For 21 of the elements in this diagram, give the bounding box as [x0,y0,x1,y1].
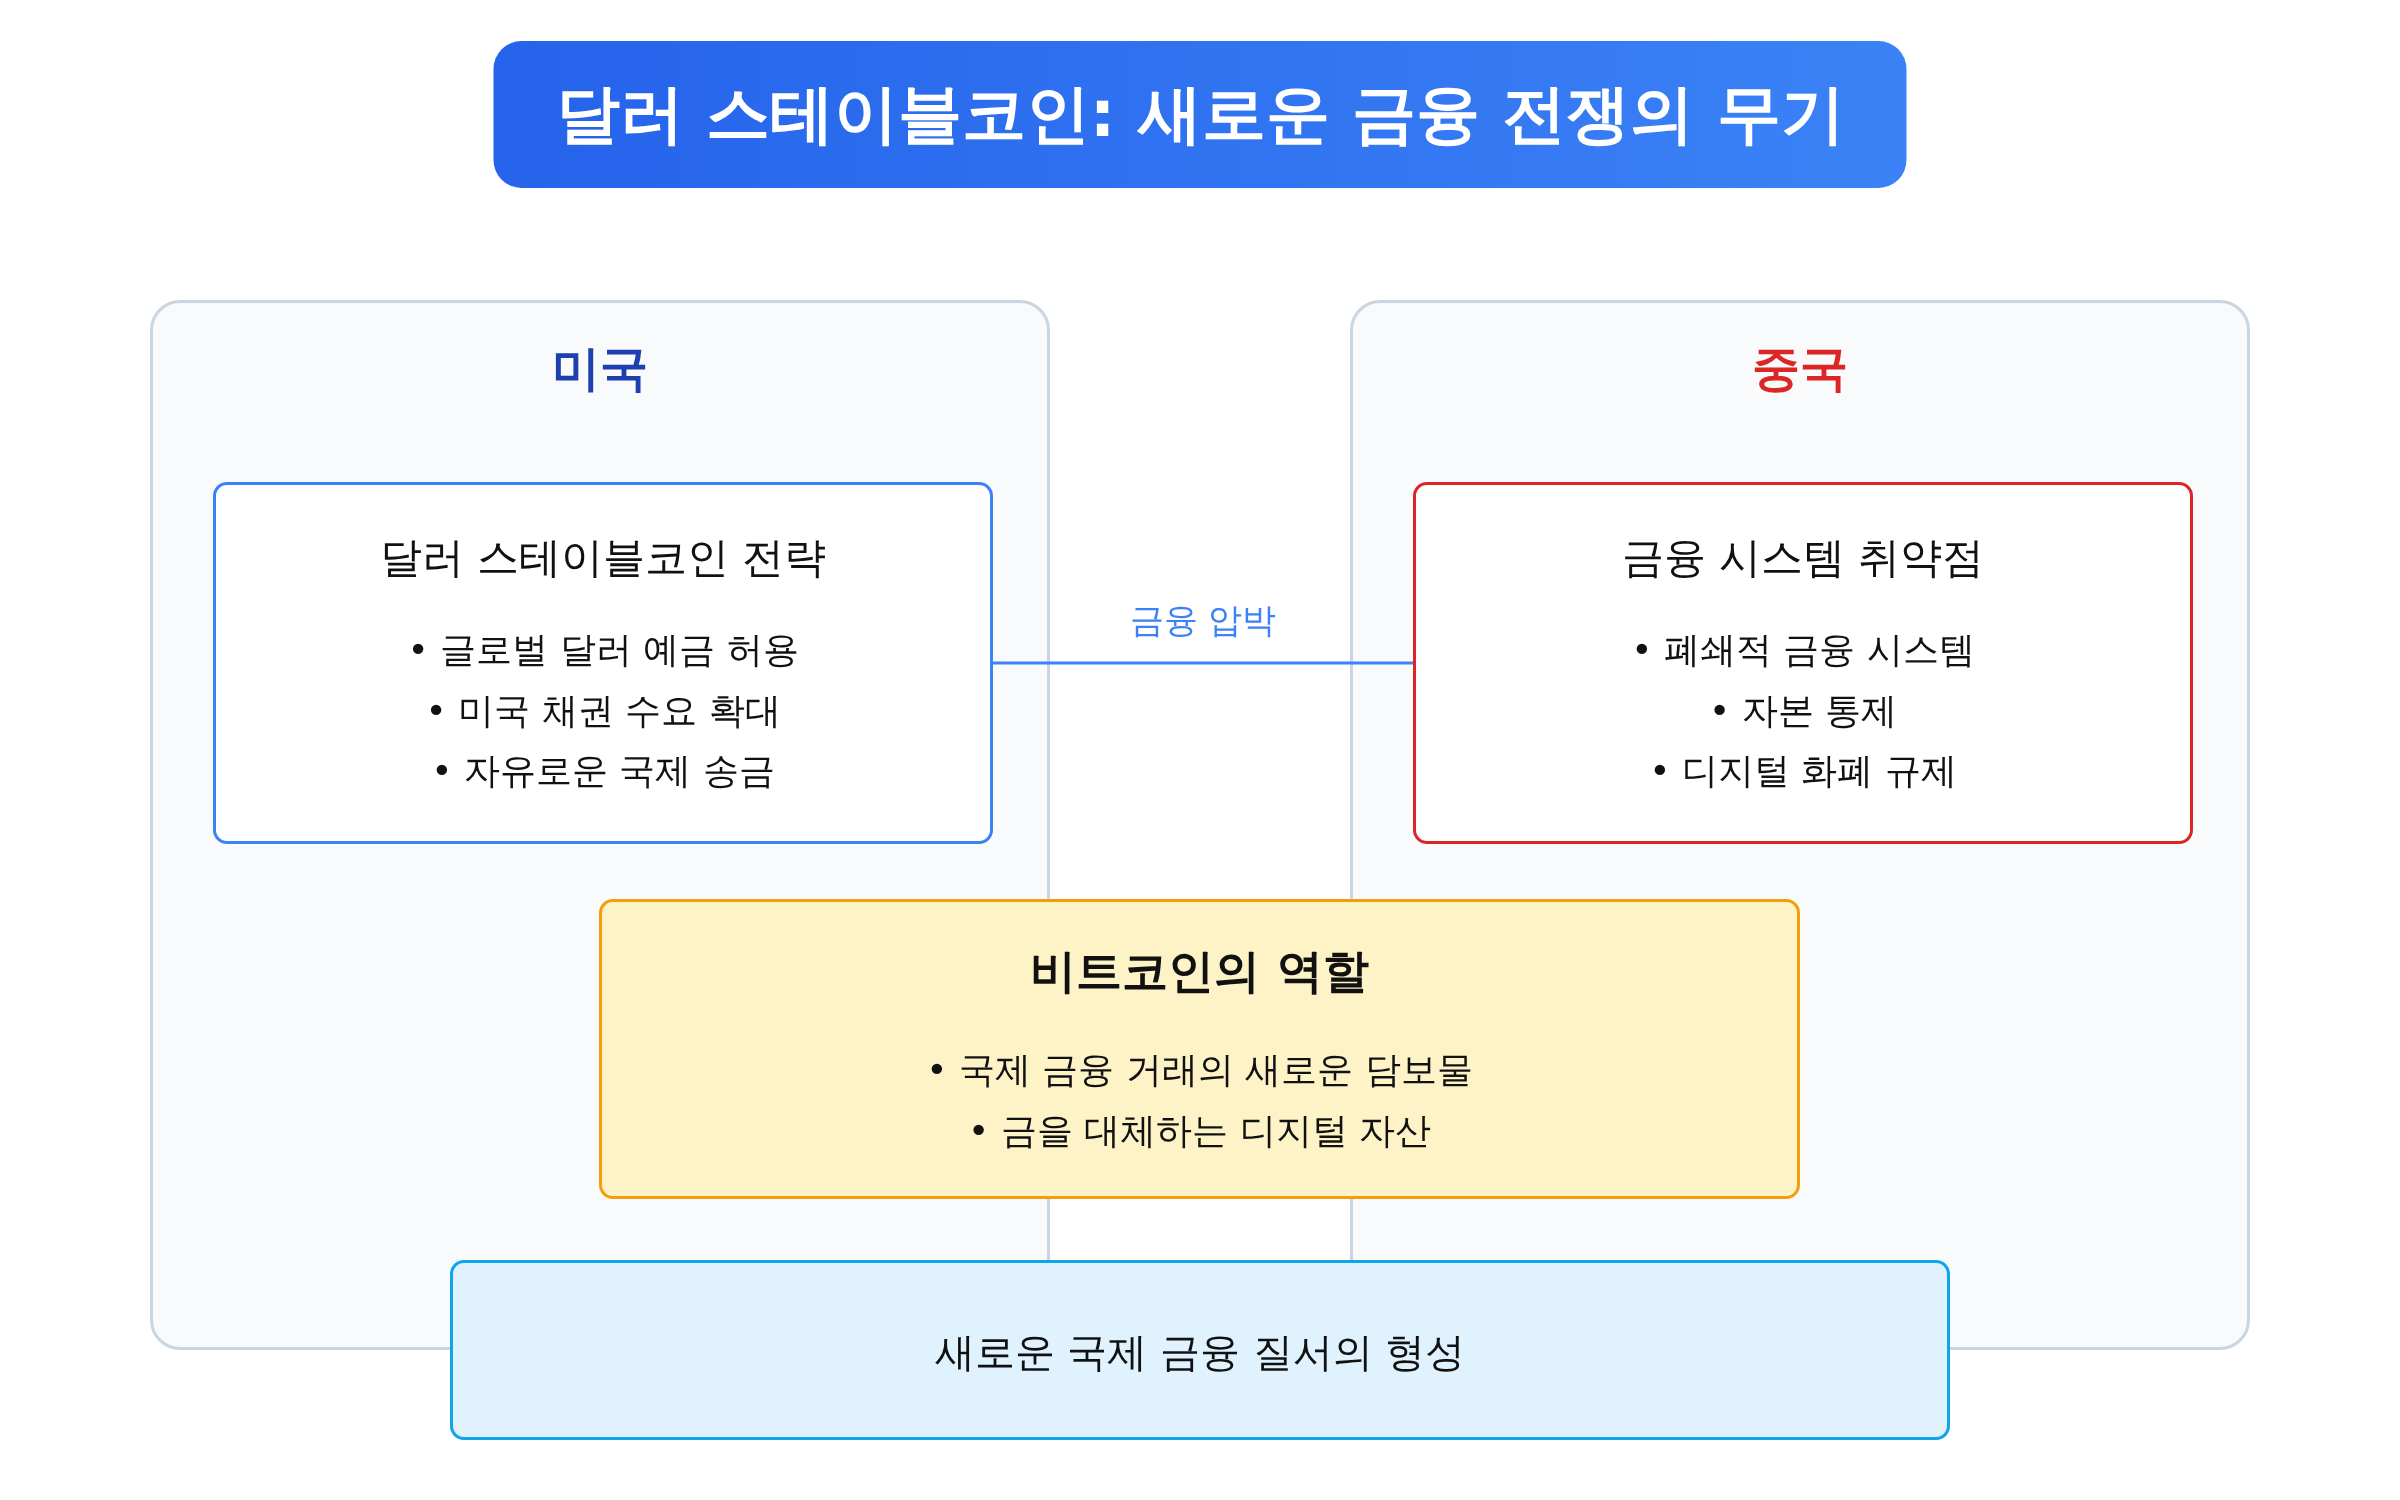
bullet-item: • 글로벌 달러 예금 허용 [407,628,799,672]
bullet-item: • 폐쇄적 금융 시스템 [1631,628,1975,672]
bullet-item: • 국제 금융 거래의 새로운 담보물 [926,1048,1473,1092]
panel-heading: 미국 [552,340,648,398]
bullet-item: • 미국 채권 수요 확대 [425,688,781,733]
bullet-item: • 디지털 화폐 규제 [1649,749,1957,793]
bullet-item: • 금을 대체하는 디지털 자산 [968,1109,1431,1153]
result-box [450,1260,1950,1440]
info-box [213,482,993,844]
title-banner: 달러 스테이블코인: 새로운 금융 전쟁의 무기 [493,41,1907,188]
box-text: 새로운 국제 금융 질서의 형성 [934,1328,1466,1376]
edge-label: 금융 압박 [1129,599,1277,641]
box-heading: 달러 스테이블코인 전략 [379,532,827,584]
highlight-box [599,899,1800,1199]
box-heading: 금융 시스템 취약점 [1621,532,1985,584]
info-box [1413,482,2193,844]
bullet-item: • 자본 통제 [1708,688,1898,733]
connector-line [993,661,1413,665]
box-heading: 비트코인의 역할 [1030,944,1369,1000]
bullet-item: • 자유로운 국제 송금 [431,749,775,793]
panel-heading: 중국 [1752,340,1848,398]
